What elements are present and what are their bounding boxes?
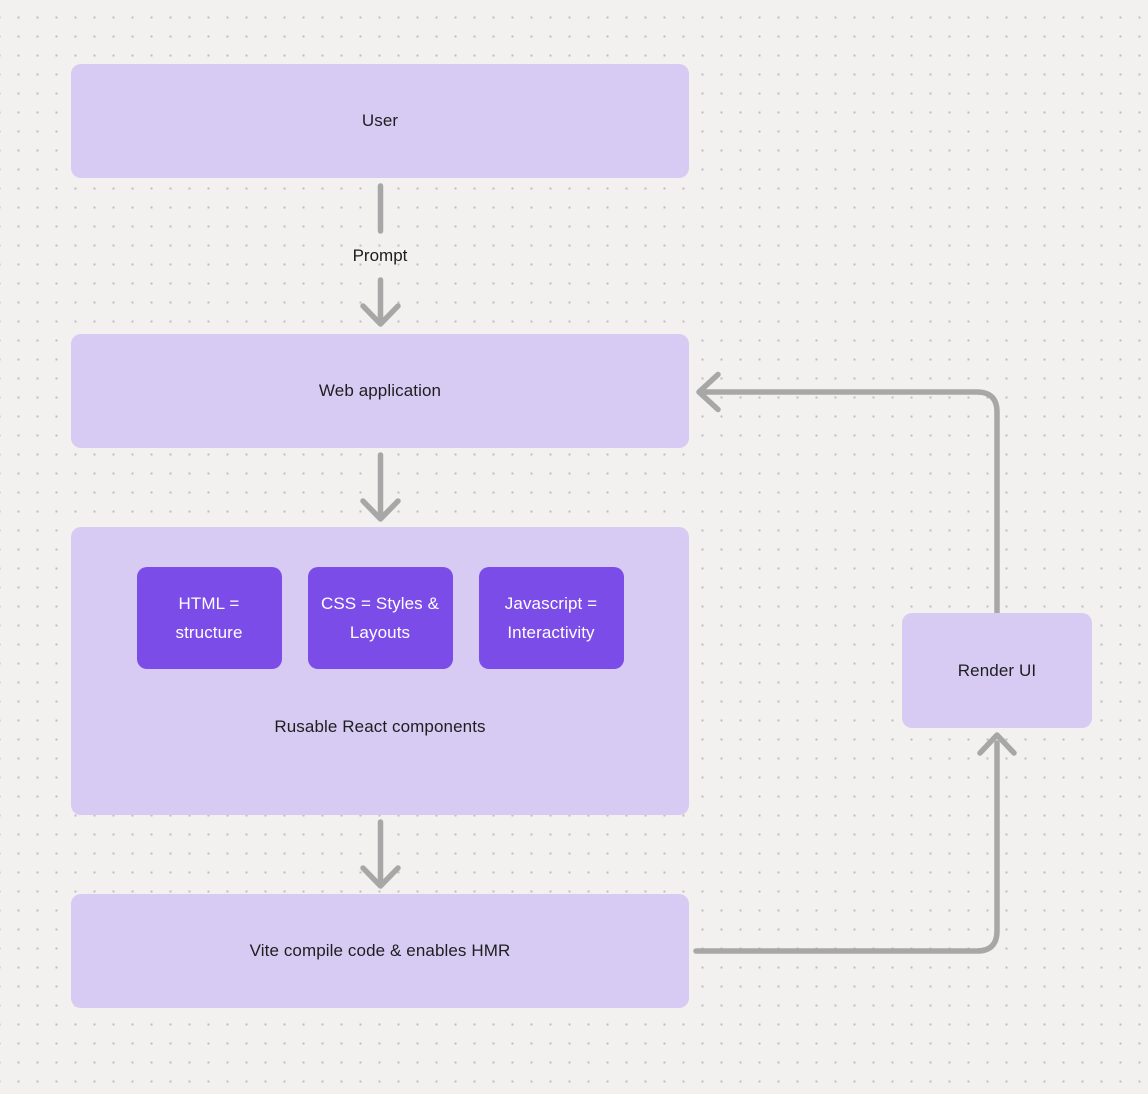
node-components-group[interactable]: HTML = structure CSS = Styles & Layouts …: [71, 527, 689, 815]
edge-vite-render-arrowhead: [977, 732, 1017, 756]
edge-render-webapp-line: [701, 389, 1000, 615]
edge-vite-render-line: [693, 740, 1000, 954]
components-group-label: Rusable React components: [274, 717, 486, 736]
node-web-application-label: Web application: [318, 381, 442, 400]
chip-css[interactable]: CSS = Styles & Layouts: [307, 567, 453, 669]
node-vite-label: Vite compile code & enables HMR: [249, 941, 511, 960]
edge-webapp-components-arrowhead: [360, 498, 401, 522]
edge-label-prompt: Prompt: [352, 246, 408, 265]
node-vite[interactable]: Vite compile code & enables HMR: [71, 894, 689, 1008]
node-web-application[interactable]: Web application: [71, 334, 689, 448]
edge-user-webapp-arrowhead: [360, 303, 401, 327]
edge-components-vite-arrowhead: [360, 865, 401, 889]
chip-html[interactable]: HTML = structure: [136, 567, 282, 669]
components-chip-row: HTML = structure CSS = Styles & Layouts …: [136, 567, 624, 669]
node-render-ui[interactable]: Render UI: [902, 613, 1092, 728]
chip-css-label: CSS = Styles & Layouts: [320, 594, 440, 642]
chip-javascript[interactable]: Javascript = Interactivity: [478, 567, 624, 669]
chip-javascript-label: Javascript = Interactivity: [504, 594, 598, 642]
node-user[interactable]: User: [71, 64, 689, 178]
edge-render-webapp-arrowhead: [696, 371, 721, 413]
node-user-label: User: [361, 111, 399, 130]
chip-html-label: HTML = structure: [175, 594, 243, 642]
node-render-ui-label: Render UI: [957, 660, 1037, 680]
